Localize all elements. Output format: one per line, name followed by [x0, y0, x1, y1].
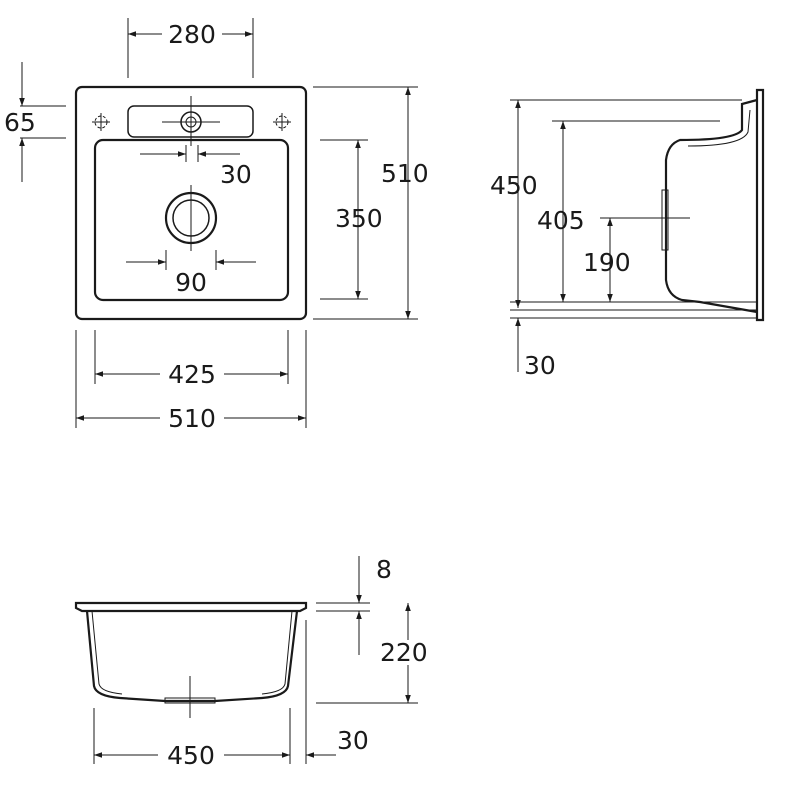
dim-overall-depth: 510: [381, 159, 429, 188]
dim-flange-thickness: 8: [376, 555, 392, 584]
sink-outline: [74, 85, 308, 321]
front-view: 8 220 450 30: [74, 555, 428, 770]
dim-drain-diameter: 90: [175, 268, 207, 297]
bowl-profile: [664, 98, 758, 314]
top-view: 280 65 30 510 350 90: [4, 18, 429, 433]
dim-drain-height: 190: [583, 248, 631, 277]
dim-faucet-spacing: 280: [168, 20, 216, 49]
dim-front-bowl-width: 450: [167, 741, 215, 770]
dim-bowl-height: 405: [537, 206, 585, 235]
tap-hole-mark-right: [273, 113, 291, 131]
dim-drain-offset: 30: [220, 160, 252, 189]
dim-front-bowl-depth: 220: [380, 638, 428, 667]
dim-bowl-depth: 350: [335, 204, 383, 233]
dim-bowl-width: 425: [168, 360, 216, 389]
side-view: 450 405 190 30: [490, 88, 765, 380]
dim-wall-offset: 30: [337, 726, 369, 755]
dim-rim-thickness: 30: [524, 351, 556, 380]
dim-overall-width: 510: [168, 404, 216, 433]
front-bowl: [85, 610, 299, 703]
front-flange: [74, 601, 308, 613]
rim-flange: [755, 88, 765, 322]
tap-hole-mark-left: [92, 113, 110, 131]
dim-total-height: 450: [490, 171, 538, 200]
dim-rear-deck-depth: 65: [4, 108, 36, 137]
